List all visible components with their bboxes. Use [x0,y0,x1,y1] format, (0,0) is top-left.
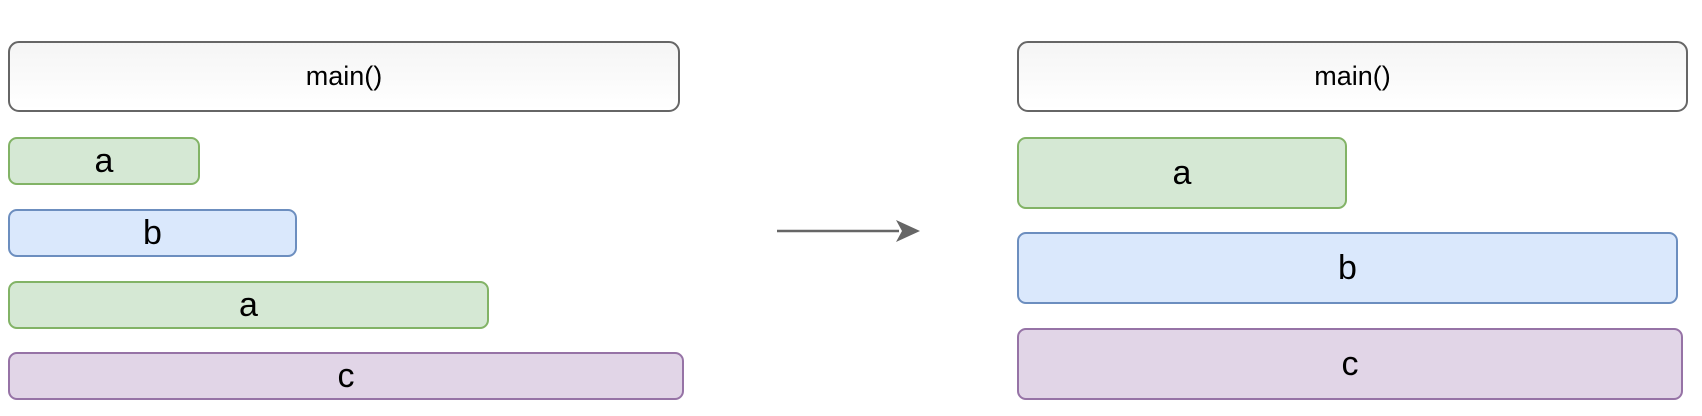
frame-label: c [337,357,355,395]
frame-label: a [239,286,258,324]
frame-main: main() [8,41,680,112]
frame-a: a [8,281,489,329]
frame-c: c [8,352,684,400]
arrow-head-icon [896,220,920,242]
frame-label: a [1172,154,1192,192]
frame-label: a [94,142,114,180]
frame-b: b [1017,232,1678,304]
frame-label: b [1338,249,1357,287]
frame-label: main() [305,61,383,91]
frame-a: a [8,137,200,185]
frame-main: main() [1017,41,1688,112]
frame-label: main() [1314,61,1391,91]
frame-b: b [8,209,297,257]
frame-a: a [1017,137,1347,209]
frame-label: c [1341,345,1359,383]
frame-c: c [1017,328,1683,400]
frame-label: b [143,214,162,252]
